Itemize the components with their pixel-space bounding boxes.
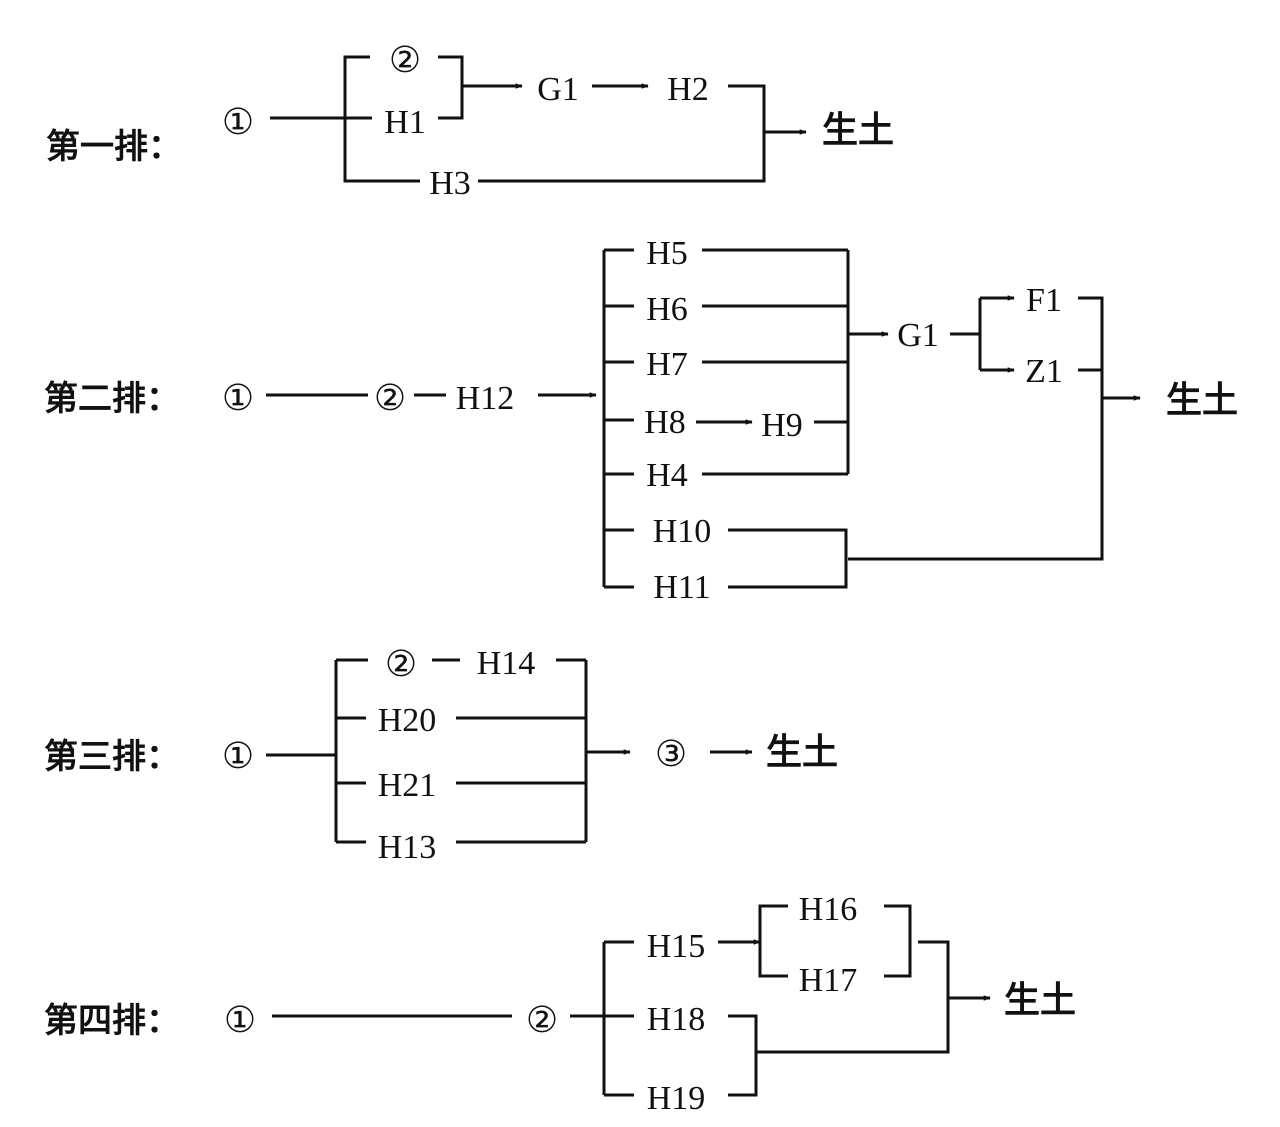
node-g1: G1	[537, 71, 579, 108]
node-h6: H6	[646, 291, 688, 328]
node-h8: H8	[644, 404, 686, 441]
node-circled-2: ②	[385, 644, 417, 685]
node-h19: H19	[647, 1080, 706, 1117]
node-h15: H15	[647, 928, 706, 965]
node-h13: H13	[378, 829, 437, 866]
bracket	[884, 904, 912, 978]
bracket	[758, 904, 788, 978]
node-h7: H7	[646, 346, 688, 383]
node-h20: H20	[378, 702, 437, 739]
row-3: 第三排： ① ② H14 H20 H21 H13 ③ 生土	[44, 644, 838, 866]
node-z1: Z1	[1025, 353, 1063, 390]
node-h11: H11	[653, 569, 710, 606]
node-virgin-soil: 生土	[766, 732, 838, 773]
bracket	[728, 1014, 758, 1097]
bracket	[478, 84, 766, 183]
node-virgin-soil: 生土	[1004, 980, 1076, 1021]
node-h1: H1	[384, 104, 426, 141]
node-circled-1: ①	[222, 102, 254, 143]
row-4: 第四排： ① ② H15 H16 H17 H18 H19 生土	[44, 891, 1076, 1117]
node-circled-3: ③	[655, 734, 687, 775]
node-h9: H9	[761, 407, 803, 444]
node-circled-2: ②	[526, 1000, 558, 1041]
row-label: 第三排：	[44, 737, 180, 777]
node-g1: G1	[897, 317, 939, 354]
node-circled-2: ②	[374, 378, 406, 419]
node-virgin-soil: 生土	[1166, 380, 1238, 421]
node-h18: H18	[647, 1001, 706, 1038]
node-h5: H5	[646, 235, 688, 272]
node-h10: H10	[653, 513, 712, 550]
row-label: 第四排：	[44, 1001, 180, 1041]
node-circled-2: ②	[389, 40, 421, 81]
node-h2: H2	[667, 71, 709, 108]
node-h3: H3	[429, 165, 471, 202]
node-h21: H21	[378, 767, 437, 804]
bracket	[848, 296, 1104, 561]
node-h14: H14	[477, 645, 536, 682]
row-label: 第一排：	[46, 127, 182, 167]
bracket	[728, 528, 848, 589]
node-h17: H17	[799, 962, 858, 999]
node-h16: H16	[799, 891, 858, 928]
node-h4: H4	[646, 457, 688, 494]
node-circled-1: ①	[222, 378, 254, 419]
bracket	[438, 55, 464, 120]
node-f1: F1	[1026, 282, 1062, 319]
node-h12: H12	[456, 380, 515, 417]
node-virgin-soil: 生土	[822, 110, 894, 151]
node-circled-1: ①	[224, 1000, 256, 1041]
node-circled-1: ①	[222, 736, 254, 777]
row-1: 第一排： ① ② H1 G1 H2 H3 生土	[46, 40, 894, 202]
row-label: 第二排：	[44, 379, 180, 419]
row-2: 第二排： ① ② H12 H5 H6 H7 H8 H9 H4 H10 H11 G…	[44, 235, 1238, 606]
